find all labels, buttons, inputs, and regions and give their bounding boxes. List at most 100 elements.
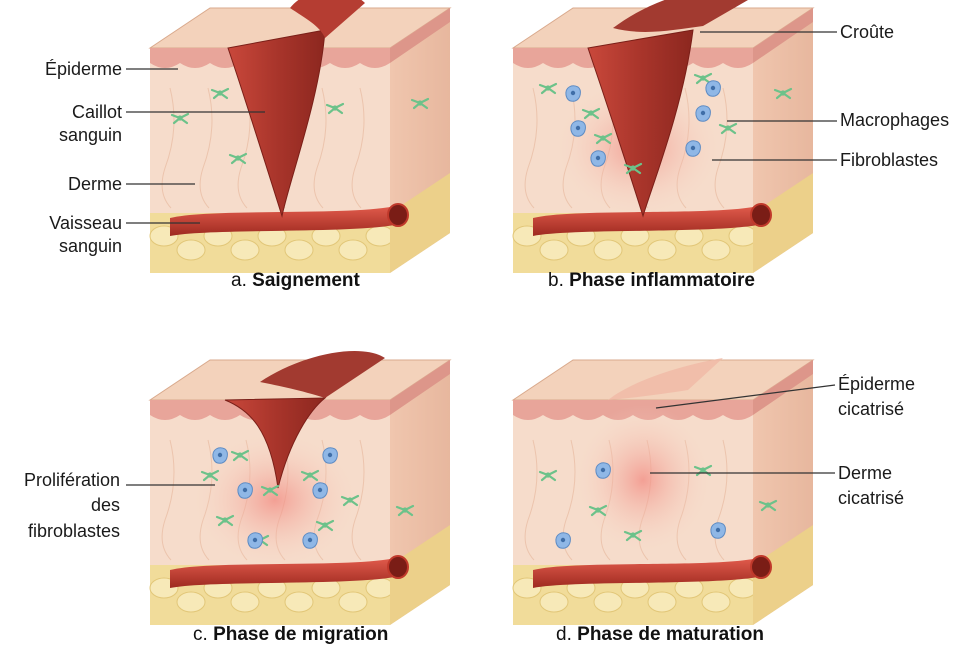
fat-cell xyxy=(176,239,206,261)
macrophage xyxy=(695,105,711,122)
epidermis-side xyxy=(753,360,813,415)
fibroblast xyxy=(215,514,235,527)
fibroblast xyxy=(170,112,190,125)
scar-dermis xyxy=(573,405,713,555)
fat-cell xyxy=(647,239,677,261)
fat-cell xyxy=(338,239,368,261)
fibroblast xyxy=(758,499,778,512)
fibroblast xyxy=(623,162,643,175)
blood-vessel xyxy=(170,558,400,588)
fat-side xyxy=(390,525,450,625)
macrophage xyxy=(570,120,586,137)
skin-block-a xyxy=(148,0,452,273)
dermis-fiber xyxy=(562,439,576,561)
dermis-fiber xyxy=(524,439,538,561)
scar-surface xyxy=(608,358,723,400)
fibroblast xyxy=(200,469,220,482)
fibroblast xyxy=(538,469,558,482)
fat-cell xyxy=(593,591,623,613)
fibroblast xyxy=(230,449,250,462)
label-caillot: Caillot xyxy=(71,102,122,122)
dermis-fiber xyxy=(351,87,365,209)
fibroblast xyxy=(315,519,335,532)
fibroblast xyxy=(395,504,415,517)
fat-cell xyxy=(176,591,206,613)
caption-c: c. Phase de migration xyxy=(193,624,389,645)
fibroblast xyxy=(693,72,713,85)
blood-clot xyxy=(224,397,327,489)
fat-cell xyxy=(230,239,260,261)
vessel-opening xyxy=(750,203,772,227)
fibroblast xyxy=(410,97,430,110)
vessel-opening xyxy=(387,555,409,579)
label-derme: Derme xyxy=(67,174,122,194)
fibroblast xyxy=(260,484,280,497)
label-des: des xyxy=(90,495,120,515)
fat-cell xyxy=(701,591,731,613)
epidermis-side xyxy=(390,360,450,415)
label-derme-cicatrise-2: cicatrisé xyxy=(838,488,905,508)
macrophage xyxy=(595,462,611,479)
macrophage xyxy=(302,532,318,549)
label-fibroblastes-c: fibroblastes xyxy=(27,521,120,541)
macrophage xyxy=(212,447,228,464)
macrophage xyxy=(247,532,263,549)
fibroblast xyxy=(210,87,230,100)
fat-cell xyxy=(365,577,395,599)
fat-cell xyxy=(230,591,260,613)
fat-cell xyxy=(284,591,314,613)
label-derme-cicatrise: Derme xyxy=(838,463,893,483)
macrophage xyxy=(237,482,253,499)
label-fibroblastes: Fibroblastes xyxy=(840,150,939,170)
fat-cell xyxy=(728,577,758,599)
label-epiderme-cicatrise-2: cicatrisé xyxy=(838,399,905,419)
leader-line xyxy=(655,384,836,409)
fat-cell xyxy=(728,225,758,247)
fibroblast xyxy=(300,469,320,482)
scab xyxy=(613,0,748,32)
fibroblast xyxy=(588,504,608,517)
fibroblast xyxy=(593,132,613,145)
macrophage xyxy=(312,482,328,499)
caption-b: b. Phase inflammatoire xyxy=(548,270,755,291)
skin-block-b xyxy=(511,0,815,273)
epidermis-side xyxy=(753,8,813,63)
vessel-opening xyxy=(750,555,772,579)
blood-vessel xyxy=(533,206,763,236)
fat-cell xyxy=(701,239,731,261)
dermis-fiber xyxy=(714,439,728,561)
label-vaisseau: Vaisseau xyxy=(49,213,122,233)
fibroblast xyxy=(718,122,738,135)
macrophage xyxy=(705,80,721,97)
fibroblast xyxy=(623,529,643,542)
caption-a: a. Saignement xyxy=(231,270,360,291)
label-croute: Croûte xyxy=(840,22,895,42)
fibroblast xyxy=(228,152,248,165)
fibroblast xyxy=(325,102,345,115)
dermis-fiber xyxy=(524,87,538,209)
fibroblast xyxy=(773,87,793,100)
fat-cell xyxy=(365,225,395,247)
macrophage xyxy=(685,140,701,157)
label-vaisseau-sanguin: sanguin xyxy=(58,236,122,256)
fat-cell xyxy=(338,591,368,613)
blood-vessel xyxy=(533,558,763,588)
skin-block-d xyxy=(511,358,815,625)
fat-side xyxy=(753,525,813,625)
dermis-fiber xyxy=(313,87,327,209)
fat-side xyxy=(390,173,450,273)
label-sanguin: sanguin xyxy=(58,125,122,145)
label-proliferation: Prolifération xyxy=(23,470,120,490)
blood-clot xyxy=(227,29,326,218)
fat-side xyxy=(753,173,813,273)
label-epiderme-cicatrise: Épiderme xyxy=(838,374,916,394)
vessel-opening xyxy=(387,203,409,227)
fat-cell xyxy=(539,591,569,613)
macrophage xyxy=(555,532,571,549)
fat-cell xyxy=(284,239,314,261)
scab xyxy=(260,351,385,398)
macrophage xyxy=(322,447,338,464)
caption-d: d. Phase de maturation xyxy=(556,624,765,645)
